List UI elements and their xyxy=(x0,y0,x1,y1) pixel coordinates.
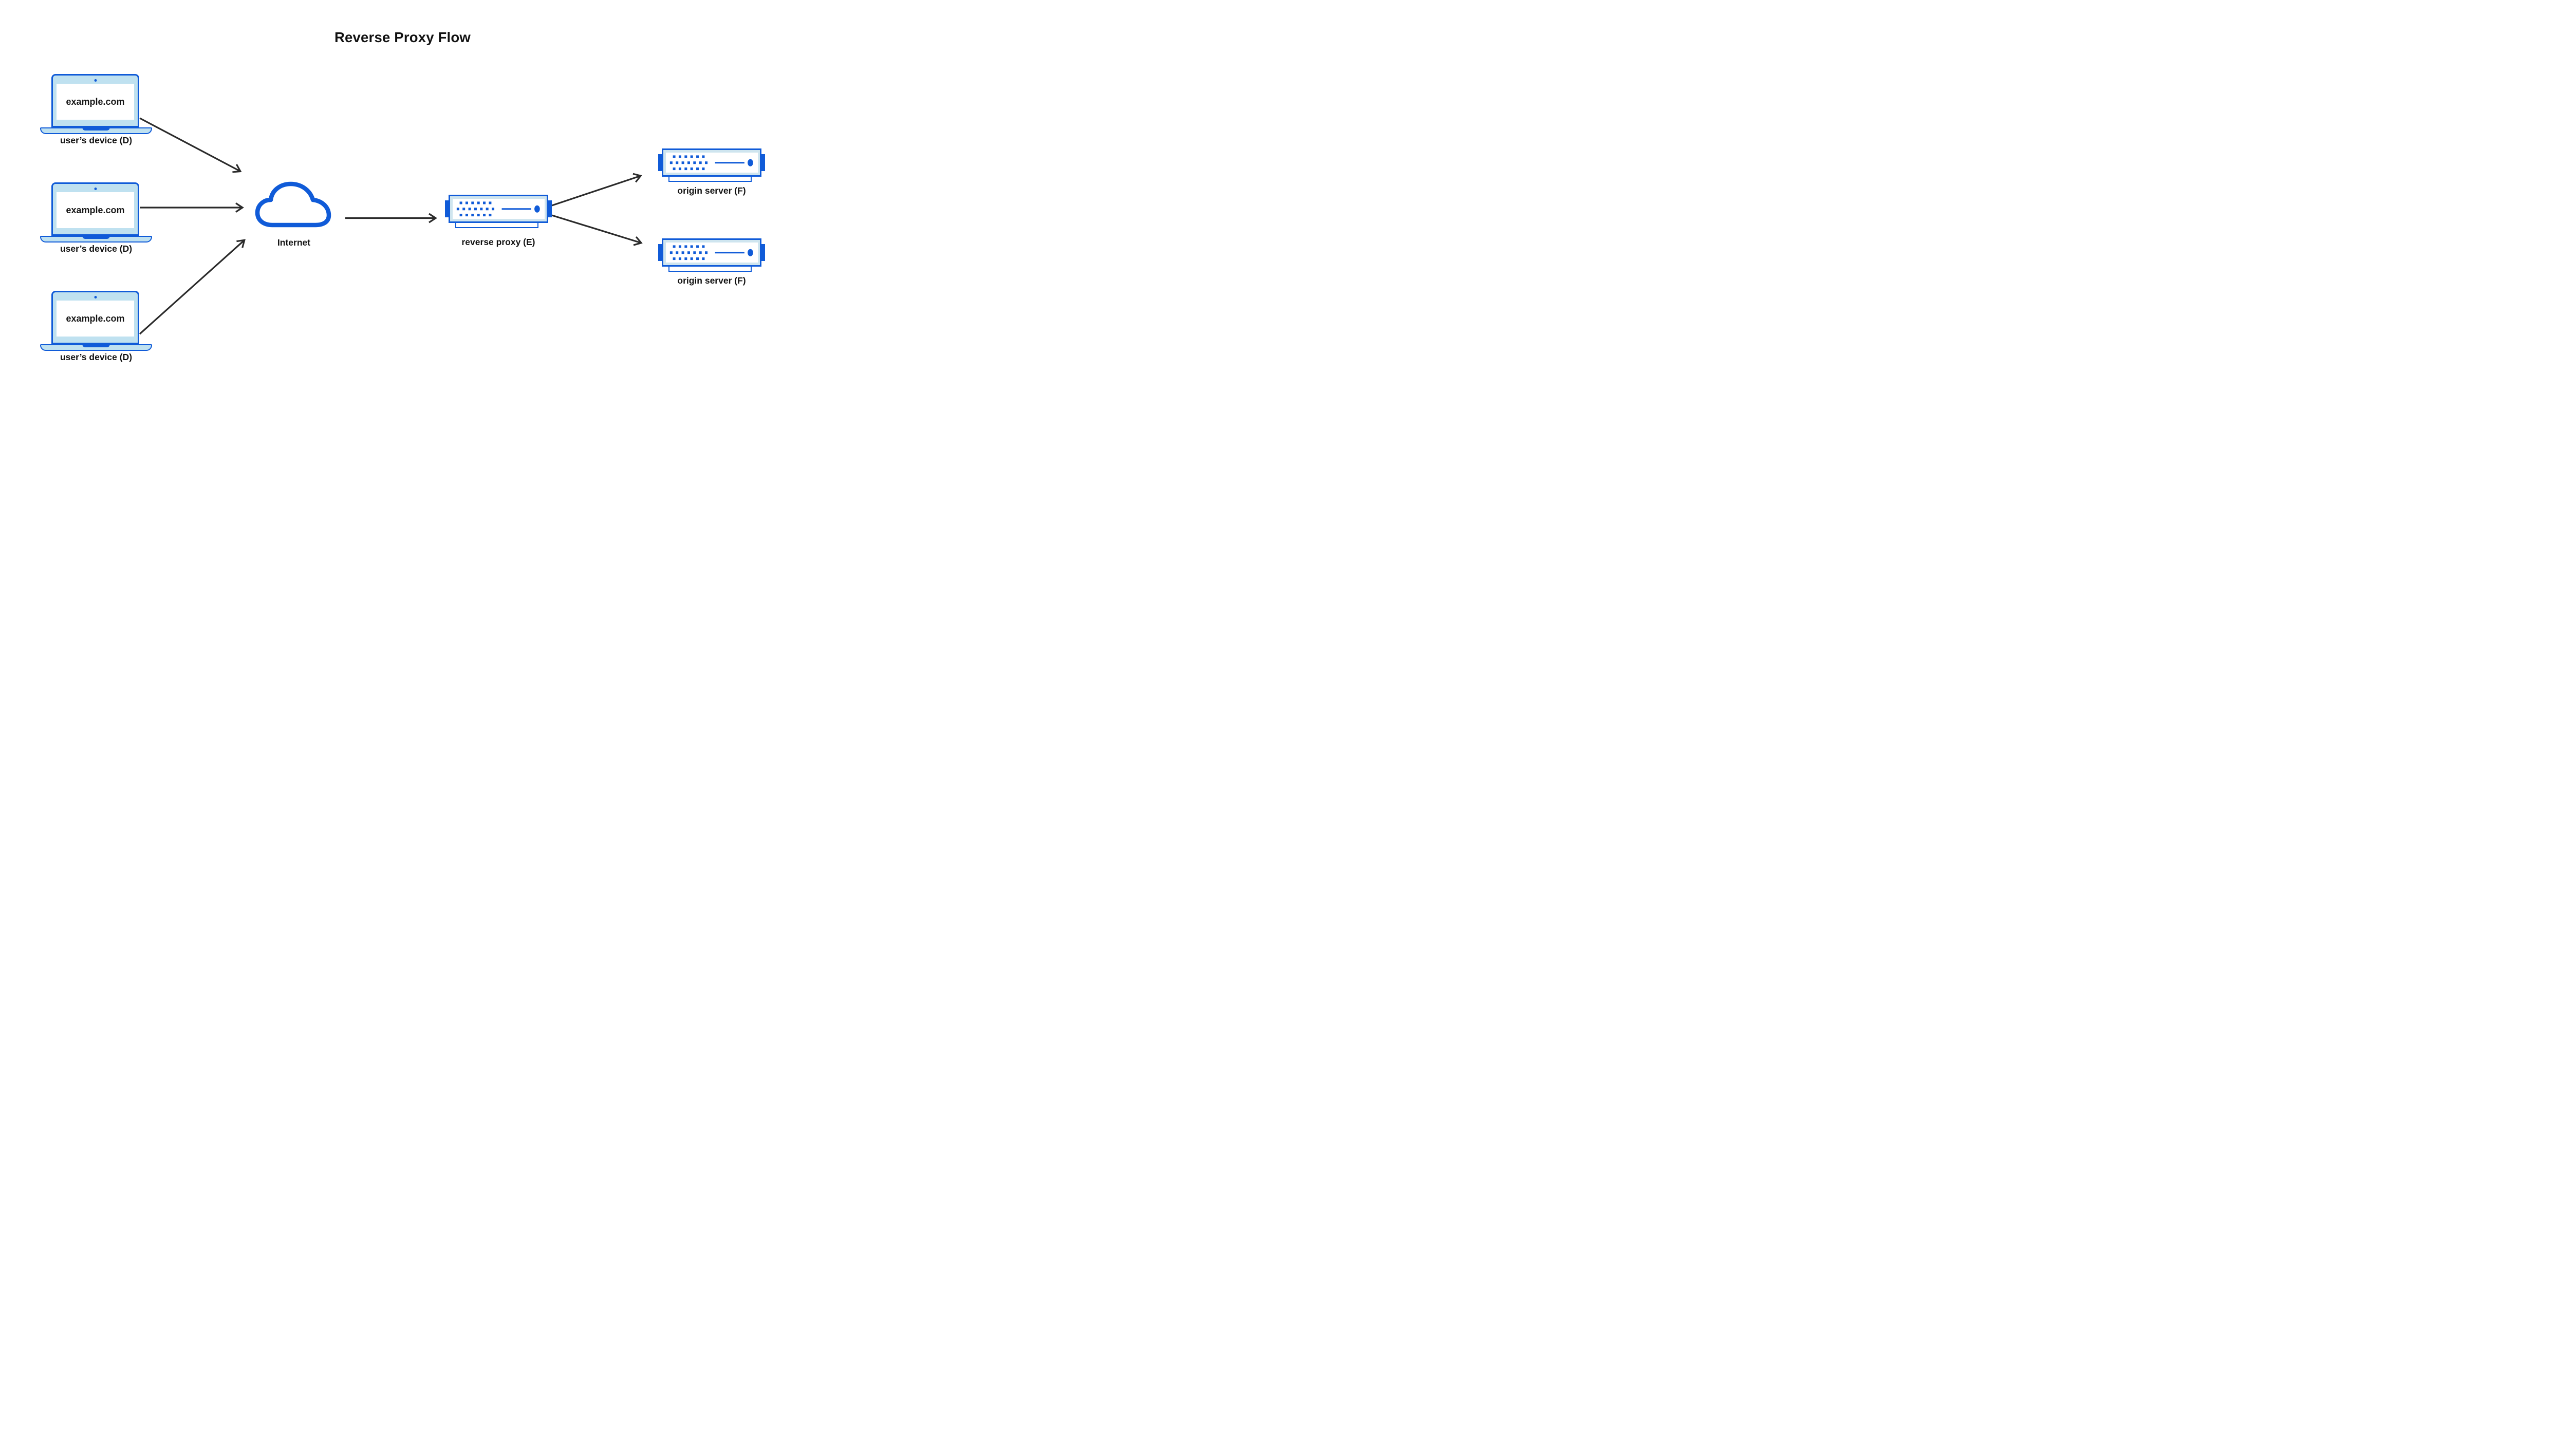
user-device-3: example.com user’s device (D) xyxy=(40,291,152,366)
server-faceplate-details xyxy=(669,155,753,170)
reverse-proxy-label: reverse proxy (E) xyxy=(461,237,535,247)
server-faceplate xyxy=(665,242,758,263)
server-vent-dots-icon xyxy=(456,201,494,216)
laptop-base-icon xyxy=(40,235,152,242)
laptop-camera-icon xyxy=(94,187,97,190)
server-left-tab-icon xyxy=(658,244,663,261)
device-label: user’s device (D) xyxy=(60,352,133,362)
laptop-notch-icon xyxy=(82,235,110,239)
server-icon xyxy=(449,195,548,223)
device-screen-text: example.com xyxy=(66,313,125,324)
laptop-screen-icon: example.com xyxy=(51,291,139,344)
origin-server-label: origin server (F) xyxy=(677,275,746,286)
server-vent-dots-icon xyxy=(669,245,708,260)
server-power-dot-icon xyxy=(534,205,540,213)
server-right-tab-icon xyxy=(760,154,765,171)
server-left-tab-icon xyxy=(445,200,450,217)
arrow-proxy-to-origin2 xyxy=(551,214,643,246)
diagram-title: Reverse Proxy Flow xyxy=(334,29,471,45)
server-icon xyxy=(662,238,761,267)
server-icon xyxy=(662,148,761,177)
origin-server-1: origin server (F) xyxy=(658,148,765,206)
laptop-camera-icon xyxy=(94,79,97,82)
arrow-proxy-to-origin1 xyxy=(551,173,642,207)
laptop-camera-icon xyxy=(94,295,97,298)
laptop-base-icon xyxy=(40,127,152,134)
laptop-screen-icon: example.com xyxy=(51,74,139,127)
internet-label: Internet xyxy=(277,237,311,248)
device-screen-text: example.com xyxy=(66,204,125,215)
server-right-tab-icon xyxy=(760,244,765,261)
server-power-dot-icon xyxy=(747,249,753,256)
laptop-display: example.com xyxy=(57,192,134,228)
server-faceplate xyxy=(665,152,758,173)
server-faceplate-details xyxy=(456,201,540,216)
server-faceplate-details xyxy=(669,245,753,260)
flow-layer xyxy=(139,117,643,335)
server-vent-dots-icon xyxy=(669,155,708,170)
laptop-screen-icon: example.com xyxy=(51,182,139,236)
server-power-dot-icon xyxy=(747,159,753,166)
device-label: user’s device (D) xyxy=(60,135,133,145)
origin-server-label: origin server (F) xyxy=(677,185,746,196)
server-tray-icon xyxy=(668,176,752,182)
server-faceplate xyxy=(452,198,545,219)
server-left-tab-icon xyxy=(658,154,663,171)
laptop-display: example.com xyxy=(57,301,134,337)
user-device-2: example.com user’s device (D) xyxy=(40,182,152,257)
origin-server-2: origin server (F) xyxy=(658,238,765,296)
laptop-display: example.com xyxy=(57,84,134,120)
arrow-device3-to-internet xyxy=(139,239,246,335)
device-label: user’s device (D) xyxy=(60,244,133,254)
arrow-device1-to-internet xyxy=(139,117,242,173)
device-screen-text: example.com xyxy=(66,96,125,107)
server-tray-icon xyxy=(455,222,538,228)
server-right-tab-icon xyxy=(547,200,552,217)
laptop-notch-icon xyxy=(82,344,110,347)
laptop-notch-icon xyxy=(82,127,110,130)
laptop-base-icon xyxy=(40,344,152,351)
server-tray-icon xyxy=(668,266,752,272)
internet-cloud-icon xyxy=(255,181,331,228)
reverse-proxy-node: reverse proxy (E) xyxy=(445,195,552,252)
user-device-1: example.com user’s device (D) xyxy=(40,74,152,149)
diagram-canvas: Reverse Proxy Flow Internet example.com … xyxy=(0,0,805,403)
